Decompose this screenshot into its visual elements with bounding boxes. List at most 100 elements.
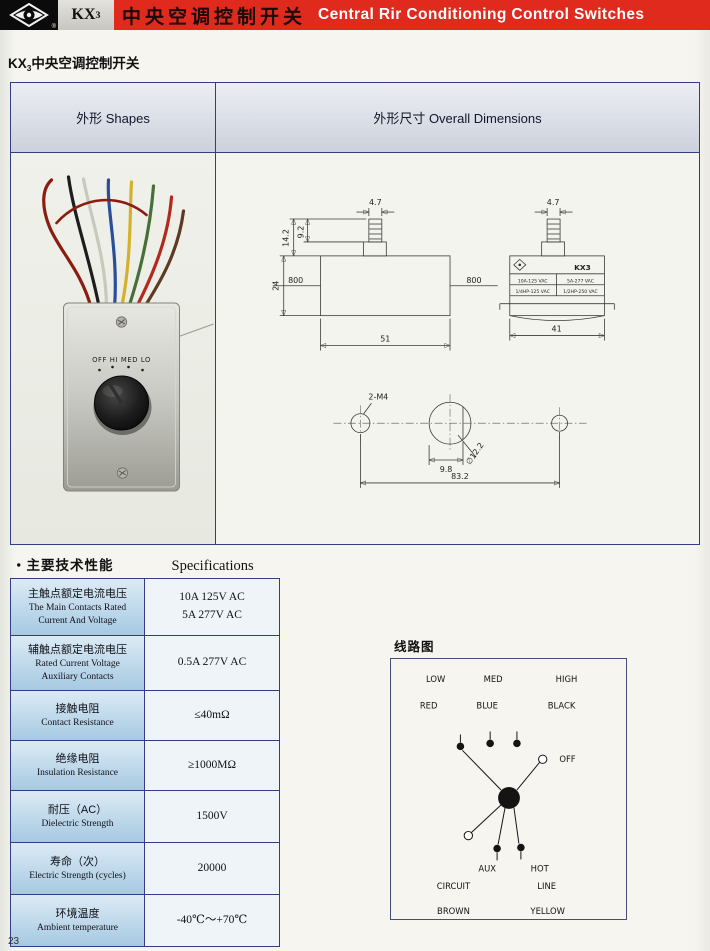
page-heading-sub: 3 [26,63,32,73]
pigtail-wire [177,323,214,338]
dim-800-right: 800 [466,276,481,285]
product-photo: OFF HI MED LO [42,175,214,492]
spec-value: 10A 125V AC 5A 277V AC [145,579,279,635]
spec-label: 环境温度 Ambient temperature [11,895,145,946]
switch-plate: OFF HI MED LO [63,302,180,492]
dim-51: 51 [380,335,390,344]
label-2-m4: 2-M4 [368,392,388,401]
overview-body-row: OFF HI MED LO [11,153,699,544]
spec-label-cn: 辅触点额定电流电压 [28,643,127,656]
spec-label-cn: 接触电阻 [55,702,100,715]
spec-label-en: Dielectric Strength [41,819,114,830]
circuit-diagram-title: 线路图 [394,640,435,654]
spec-label-cn: 寿命（次） [50,855,105,868]
wire-bundle [42,175,186,312]
spec-label-en: Current And Voltage [38,615,117,626]
spec-value-line: -40℃～+70℃ [176,913,248,926]
label-brown: BROWN [437,906,470,916]
label-circuit: CIRCUIT [437,881,471,891]
spec-label: 接触电阻 Contact Resistance [11,691,145,740]
spec-value: 1500V [145,791,279,842]
page-heading: KX3中央空调控制开关 [8,52,139,73]
diamond-eye-logo-icon [9,3,49,27]
registered-mark: ® [51,24,56,30]
spec-label: 耐压（AC） Dielectric Strength [11,791,145,842]
dial-ticks [98,365,144,372]
spec-value: ≥1000MΩ [145,741,279,790]
spec-value-line: 10A 125V AC [179,591,245,604]
label-red: RED [420,701,438,711]
circuit-schematic: LOW MED HIGH RED BLUE BLACK [420,674,578,916]
dim-24: 24 [272,281,281,291]
spec-row-insulation-resistance: 绝缘电阻 Insulation Resistance ≥1000MΩ [11,741,279,791]
spec-value-line: 1500V [196,809,228,822]
spec-row-dielectric-strength: 耐压（AC） Dielectric Strength 1500V [11,791,279,843]
spec-value-line: ≤40mΩ [194,708,230,721]
spec-label-en: Insulation Resistance [37,768,118,779]
dim-hole-dia: ∅12.2 [464,441,486,466]
specs-heading: ・主要技术性能 Specifications [12,554,254,575]
spec-label: 寿命（次） Electric Strength (cycles) [11,843,145,894]
spec-label: 辅触点额定电流电压 Rated Current Voltage Auxiliar… [11,636,145,690]
brand-text: KX [71,6,96,23]
spec-label: 主触点额定电流电压 The Main Contacts Rated Curren… [11,579,145,635]
screw-bottom-icon [116,467,129,479]
spec-label: 绝缘电阻 Insulation Resistance [11,741,145,790]
product-photo-cell: OFF HI MED LO [11,153,216,544]
label-black: BLACK [548,701,576,711]
spec-label-en: The Main Contacts Rated [28,603,127,614]
rating-1b: 5A-277 VAC [567,278,594,284]
dim-4-7-side: 4.7 [547,198,560,207]
front-view: 4.7 14.2 9.2 24 800 800 51 [272,198,498,351]
dim-83-2: 83.2 [451,472,469,481]
dim-4-7: 4.7 [369,198,382,207]
spec-label-cn: 主触点额定电流电压 [28,587,127,600]
specs-heading-en: Specifications [171,558,254,574]
label-low: LOW [426,674,446,684]
spec-label-cn: 环境温度 [55,907,100,920]
spec-value-line: 20000 [197,861,227,874]
specs-heading-cn: ・主要技术性能 [12,558,114,573]
spec-value: -40℃～+70℃ [145,895,279,946]
spec-label-cn: 绝缘电阻 [55,752,100,765]
dial-legend: OFF HI MED LO [92,356,151,364]
banner-title-cn: 中央空调控制开关 [122,6,307,28]
spec-value: 0.5A 277V AC [145,636,279,690]
spec-value: ≤40mΩ [145,691,279,740]
spec-value-line: ≥1000MΩ [187,758,237,771]
rotary-knob [93,375,152,435]
screw-top-icon [115,316,128,328]
rating-1a: 10A-125 VAC [518,278,548,284]
dimensions-header-cell: 外形尺寸 Overall Dimensions [373,111,542,126]
hole-pattern-view: 2-M4 9.8 ∅12.2 83.2 [333,392,587,488]
dim-14-2: 14.2 [282,229,291,247]
dimension-drawing: 4.7 14.2 9.2 24 800 800 51 [272,198,615,488]
spec-value-line: 0.5A 277V AC [177,656,247,669]
label-line: LINE [537,881,556,891]
label-high: HIGH [556,674,578,684]
page-number: 23 [8,936,20,947]
spec-label-en: Rated Current Voltage [35,659,120,670]
dim-41: 41 [552,325,562,334]
circuit-diagram: LOW MED HIGH RED BLUE BLACK [390,658,627,920]
brand-sub: 3 [95,9,101,21]
label-off: OFF [559,754,575,764]
overview-header-row: 外形 Shapes 外形尺寸 Overall Dimensions [11,83,699,153]
dim-800-left: 800 [288,276,303,285]
spec-row-aux-contacts: 辅触点额定电流电压 Rated Current Voltage Auxiliar… [11,636,279,691]
rating-2a: 1/4HP-125 VAC [515,289,549,295]
side-view: 4.7 KX3 10A-125 VAC 5A-277 VAC 1/4HP-125… [499,198,615,341]
label-yellow: YELLOW [529,906,565,916]
banner: 中央空调控制开关 Central Rir Conditioning Contro… [114,0,710,30]
page-heading-brand: KX [8,56,27,71]
label-aux: AUX [478,863,496,873]
spec-label-en: Contact Resistance [41,718,114,729]
spec-label-en: Electric Strength (cycles) [29,871,126,882]
spec-label-en: Auxiliary Contacts [41,671,114,682]
overview-table: 外形 Shapes 外形尺寸 Overall Dimensions [10,82,700,545]
dimension-drawings-cell: 4.7 14.2 9.2 24 800 800 51 [216,153,699,544]
spec-value: 20000 [145,843,279,894]
